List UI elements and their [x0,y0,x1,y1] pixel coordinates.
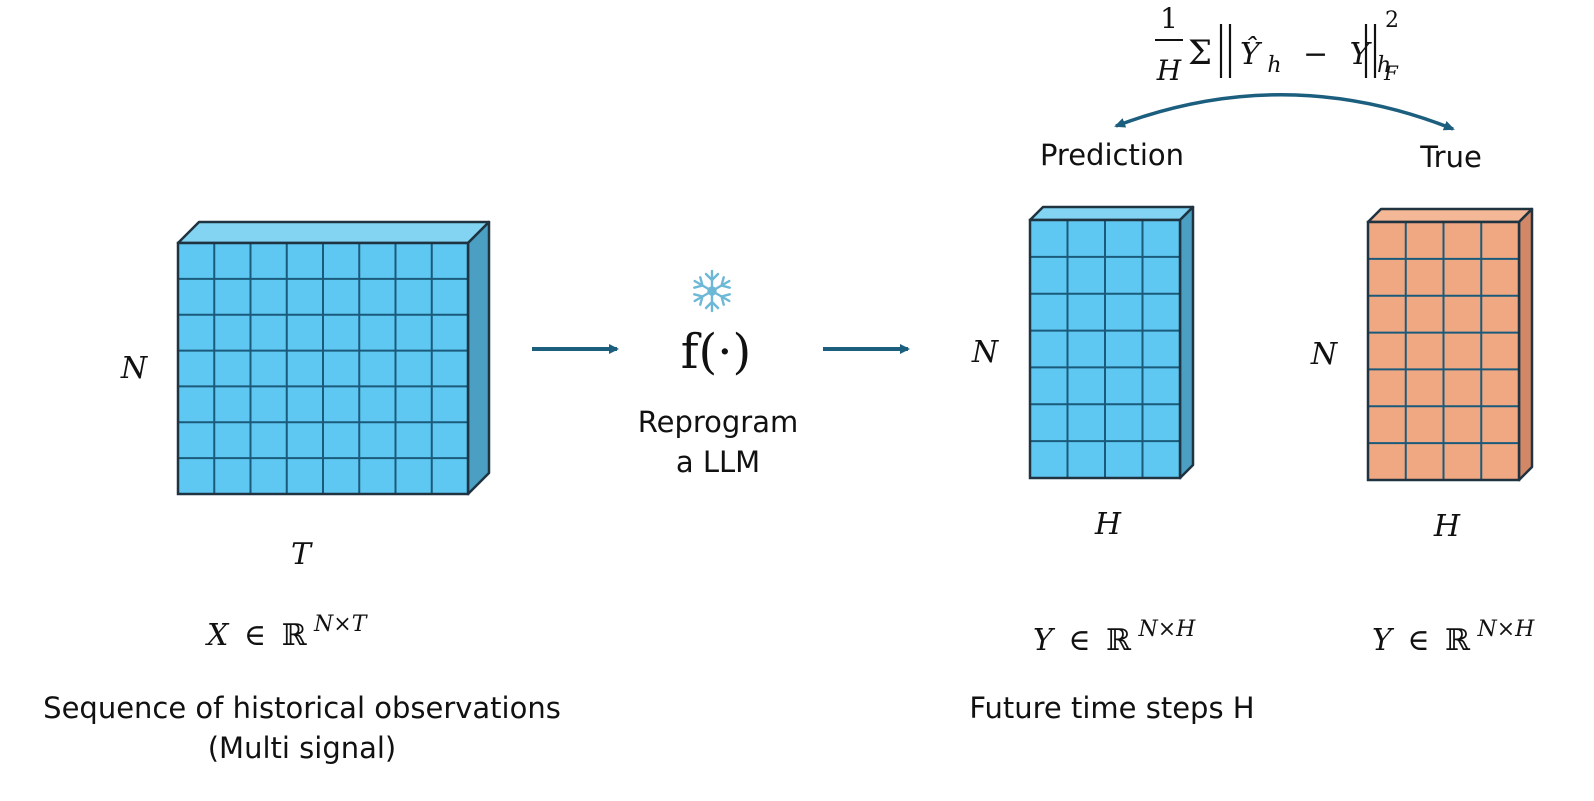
block-top-face [1028,205,1195,222]
block-front-outline [176,241,470,496]
svg-text:Ŷ h − Y: Ŷ h − Y h [1240,36,1391,79]
loss-true-var: Y [1350,37,1373,72]
loss-denominator: H [1156,54,1182,87]
prediction-h-label: H [1094,507,1122,542]
model-caption-line1: Reprogram [638,405,798,439]
block-side-face [1178,205,1195,480]
input-formula-elem: ∈ [244,618,266,653]
truth-tensor-block [1366,207,1534,482]
block-top-face [1366,207,1534,224]
prediction-formula-var: Y [1033,623,1056,658]
model-function: f(·) [681,324,751,380]
block-front-outline [1366,220,1521,482]
block-top-face [176,220,491,245]
svg-text:Y ∈ ℝ N×H: Y ∈ ℝ N×H [1372,617,1535,658]
prediction-formula-elem: ∈ [1068,623,1090,658]
block-front-outline [1028,218,1182,480]
loss-true-sub: h [1377,53,1391,78]
input-formula-var: X [205,618,230,653]
loss-norm-sub: F [1383,61,1399,85]
truth-label: True [1419,140,1482,174]
input-formula-set: ℝ [282,618,308,653]
truth-formula-var: Y [1372,623,1395,658]
truth-n-label: N [1310,337,1339,372]
input-formula: X ∈ ℝ N×T [205,612,369,653]
loss-comparison-arrow [1114,93,1455,131]
loss-exponent: 2 [1385,8,1399,33]
input-t-label: T [291,537,313,572]
snowflake-icon [690,269,734,313]
loss-numerator: 1 [1160,2,1178,35]
block-side-face [1517,207,1534,482]
block-side-face [466,220,491,496]
prediction-caption: Future time steps H [969,691,1254,725]
svg-text:X ∈ ℝ N×T: X ∈ ℝ N×T [205,612,369,653]
input-caption-line2: (Multi signal) [208,731,397,765]
loss-formula: 1 H Σ Ŷ h − Y h F 2 [1155,2,1399,87]
prediction-tensor-block [1028,205,1195,480]
input-caption-line1: Sequence of historical observations [43,691,561,725]
truth-h-label: H [1433,509,1461,544]
prediction-label: Prediction [1040,138,1184,172]
svg-text:Y ∈ ℝ N×H: Y ∈ ℝ N×H [1033,617,1196,658]
truth-formula-set: ℝ [1445,623,1471,658]
loss-minus: − [1303,37,1328,72]
prediction-n-label: N [971,335,1000,370]
input-tensor-block [176,220,491,496]
prediction-formula: Y ∈ ℝ N×H [1033,617,1196,658]
model-caption-line2: a LLM [676,445,760,479]
loss-pred-var: Ŷ [1240,36,1263,72]
prediction-formula-set: ℝ [1106,623,1132,658]
truth-formula-sup: N×H [1476,617,1535,642]
truth-formula: Y ∈ ℝ N×H [1372,617,1535,658]
truth-formula-elem: ∈ [1407,623,1429,658]
loss-pred-sub: h [1267,53,1281,78]
input-n-label: N [120,351,149,386]
prediction-formula-sup: N×H [1137,617,1196,642]
input-formula-sup: N×T [313,612,369,637]
loss-sum: Σ [1188,33,1212,73]
